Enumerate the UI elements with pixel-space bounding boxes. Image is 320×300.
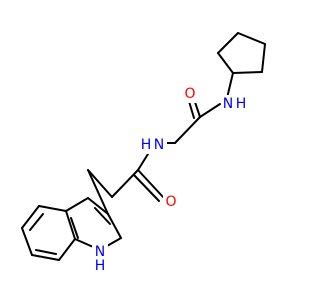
label-bg: [163, 193, 179, 211]
molecule-canvas: N H O H N O N H: [21, 32, 266, 274]
ring-bond: [87, 197, 109, 215]
atom-labels: N H O H N O N H: [92, 85, 250, 274]
ring-bond: [217, 32, 239, 54]
nitrogen-label: N: [95, 244, 105, 260]
ring-bond: [217, 52, 234, 74]
ring-bond: [21, 227, 33, 256]
label-bg: [139, 136, 167, 154]
aromatic-double-bond: [94, 207, 111, 225]
bond-carbonyl-to-ch2: [111, 169, 139, 198]
hydrogen-label: H: [95, 258, 106, 274]
oxygen-label: O: [184, 86, 195, 102]
bond-ch2-to-indole: [87, 169, 113, 198]
ring-bond: [237, 32, 266, 45]
nitrogen-label: N: [223, 96, 233, 112]
ring-bond: [232, 71, 263, 74]
aromatic-double-bond: [70, 217, 79, 239]
ring-bond: [21, 205, 40, 229]
ring-bond: [87, 169, 109, 215]
amide-chain: [87, 72, 234, 202]
bond-carbonyl-to-ch2: [174, 116, 201, 144]
ring-bond: [31, 254, 60, 261]
label-bg: [222, 95, 250, 113]
oxygen-label: O: [165, 194, 176, 210]
aromatic-double-bond: [29, 213, 44, 231]
bond-ring-to-n: [226, 72, 234, 99]
ring-bond: [65, 197, 89, 212]
carbonyl-double-bond: [133, 174, 160, 202]
bond-n-to-carbonyl: [137, 153, 149, 171]
nitrogen-label: N: [154, 137, 164, 153]
label-bg: [182, 85, 198, 103]
ring-bond: [38, 205, 67, 212]
label-bg: [92, 242, 108, 272]
indole-ring: [21, 169, 122, 261]
ring-bond: [261, 43, 266, 73]
hydrogen-label: H: [141, 137, 152, 153]
structural-formula: N H O H N O N H: [21, 32, 266, 274]
ring-bond: [107, 213, 122, 239]
ring-bond: [65, 210, 76, 240]
ring-bond: [58, 238, 76, 261]
carbonyl-double-bond: [137, 169, 164, 198]
cyclopentyl-ring: [217, 32, 266, 74]
bond-n-to-carbonyl: [199, 103, 221, 118]
hydrogen-label: H: [236, 96, 247, 112]
aromatic-double-bond: [35, 249, 57, 255]
